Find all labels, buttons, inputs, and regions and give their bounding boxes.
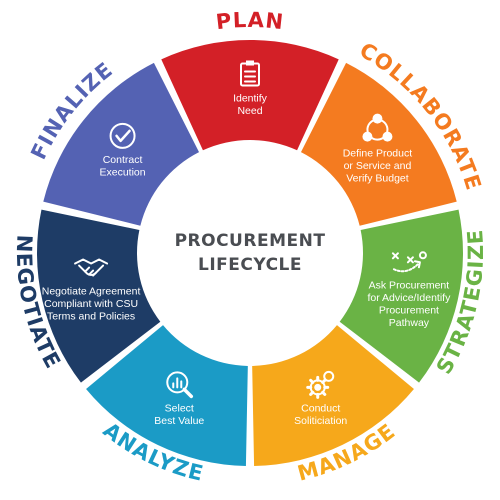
segment-collaborate bbox=[300, 62, 457, 226]
stage-description-line: Compliant with CSU bbox=[44, 298, 138, 310]
center-title: PROCUREMENT LIFECYCLE bbox=[175, 231, 326, 275]
collaboration-cycle-icon bbox=[362, 113, 393, 142]
stage-description-line: Conduct bbox=[301, 402, 340, 414]
stage-description-line: Negotiate Agreement bbox=[42, 286, 141, 298]
center-title-line2: LIFECYCLE bbox=[198, 255, 302, 275]
stage-description-line: for Advice/Identify bbox=[367, 292, 451, 304]
segment-manage bbox=[252, 325, 414, 466]
stage-description-line: Pathway bbox=[389, 317, 430, 329]
strategy-play-icon bbox=[391, 251, 427, 273]
stage-description-line: Ask Procurement bbox=[369, 279, 450, 291]
clipboard-icon bbox=[240, 60, 260, 87]
stage-description-line: Verify Budget bbox=[346, 173, 409, 185]
checkmark-icon bbox=[109, 122, 136, 149]
stage-description-line: Execution bbox=[99, 166, 145, 178]
segment-strategize bbox=[339, 209, 464, 383]
stage-description-line: Procurement bbox=[379, 304, 439, 316]
stage-description-line: Soliticiation bbox=[294, 415, 347, 427]
stage-description-line: Terms and Policies bbox=[47, 311, 135, 323]
stage-description-line: or Service and bbox=[344, 160, 412, 172]
stage-description-line: Identify bbox=[233, 93, 268, 105]
segment-negotiate bbox=[36, 209, 161, 383]
gears-icon bbox=[306, 370, 335, 399]
stage-description-line: Select bbox=[165, 402, 194, 414]
stage-description-line: Need bbox=[237, 105, 262, 117]
segment-analyze bbox=[86, 325, 248, 466]
segment-plan bbox=[161, 40, 339, 151]
stage-description-line: Define Product bbox=[343, 148, 413, 160]
ring-segments bbox=[36, 40, 464, 466]
chart-magnifier-icon bbox=[166, 371, 194, 399]
stage-description-line: Contract bbox=[103, 154, 143, 166]
stage-description-line: Best Value bbox=[154, 415, 204, 427]
center-title-line1: PROCUREMENT bbox=[175, 231, 326, 251]
stage-label-plan-path: PLAN bbox=[215, 8, 285, 34]
handshake-icon bbox=[74, 258, 109, 277]
segment-finalize bbox=[43, 62, 200, 226]
stage-label-plan: PLAN bbox=[215, 8, 286, 34]
